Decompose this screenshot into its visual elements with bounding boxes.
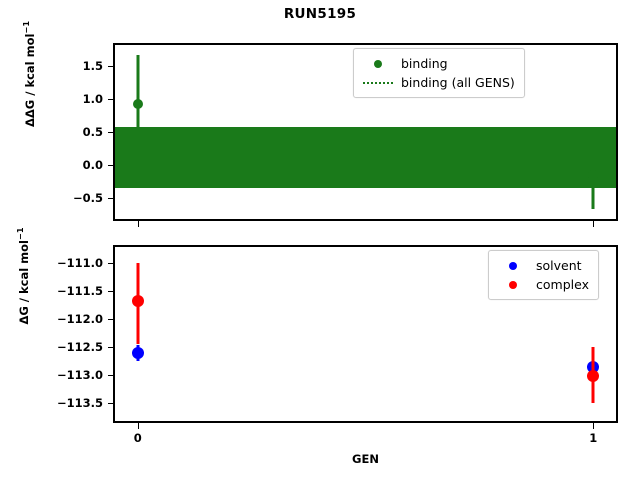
top-ylabel-exponent: −1 bbox=[21, 20, 32, 34]
y-tick-mark bbox=[107, 99, 113, 101]
y-tick-mark bbox=[107, 318, 113, 320]
data-point-marker bbox=[131, 347, 144, 360]
x-tick-mark bbox=[137, 423, 139, 429]
legend-label-binding-all-gens: binding (all GENS) bbox=[401, 75, 515, 90]
figure-title: RUN5195 bbox=[283, 6, 357, 22]
bottom-ylabel-exponent: −1 bbox=[15, 227, 26, 240]
y-tick-mark bbox=[107, 66, 113, 68]
x-tick-label: 0 bbox=[133, 431, 142, 445]
x-tick-mark bbox=[593, 221, 595, 227]
legend-label-binding: binding bbox=[401, 56, 448, 71]
y-tick-label: −112.0 bbox=[56, 311, 103, 326]
bottom-panel-legend[interactable]: solvent complex bbox=[488, 250, 599, 300]
y-tick-label: −0.5 bbox=[72, 190, 103, 205]
top-panel-y-axis-label: ΔΔG / kcal mol−1 bbox=[21, 0, 37, 154]
legend-item-binding-all-gens[interactable]: binding (all GENS) bbox=[361, 73, 515, 92]
bottom-ylabel-main: ΔG / kcal mol bbox=[16, 239, 31, 325]
y-tick-label: 1.5 bbox=[82, 59, 103, 74]
y-tick-mark bbox=[107, 132, 113, 133]
x-axis-label: GEN bbox=[352, 452, 379, 466]
legend-item-binding[interactable]: binding bbox=[361, 54, 515, 73]
y-tick-mark bbox=[107, 374, 113, 376]
y-tick-mark bbox=[107, 403, 113, 405]
x-tick-label: 1 bbox=[589, 431, 598, 445]
legend-item-solvent[interactable]: solvent bbox=[496, 256, 589, 275]
y-tick-mark bbox=[107, 346, 113, 348]
top-panel-plot-area bbox=[115, 45, 616, 219]
legend-marker-circle-icon bbox=[496, 280, 530, 289]
all-gens-dotted-band bbox=[115, 127, 616, 188]
all-gens-stub bbox=[591, 126, 595, 210]
y-tick-label: −113.0 bbox=[56, 367, 103, 382]
x-tick-mark bbox=[137, 221, 139, 227]
y-tick-label: 0.5 bbox=[82, 125, 103, 139]
legend-label-complex: complex bbox=[536, 277, 589, 292]
bottom-panel-y-axis-label: ΔG / kcal mol−1 bbox=[15, 196, 31, 356]
data-point-marker bbox=[587, 369, 600, 382]
y-tick-mark bbox=[107, 262, 113, 264]
y-tick-label: −113.5 bbox=[56, 396, 103, 411]
legend-marker-circle-icon bbox=[496, 261, 530, 270]
y-tick-mark bbox=[107, 164, 113, 166]
y-tick-label: 0.0 bbox=[82, 157, 103, 172]
x-tick-mark bbox=[593, 423, 595, 429]
legend-label-solvent: solvent bbox=[536, 258, 582, 273]
top-panel-legend[interactable]: binding binding (all GENS) bbox=[353, 48, 525, 98]
y-tick-mark bbox=[107, 197, 113, 199]
y-tick-label: −112.5 bbox=[56, 339, 103, 354]
data-point-marker bbox=[131, 294, 144, 307]
legend-marker-circle-icon bbox=[361, 59, 395, 68]
legend-item-complex[interactable]: complex bbox=[496, 275, 589, 294]
y-tick-label: 1.0 bbox=[82, 92, 103, 107]
y-tick-label: −111.0 bbox=[56, 255, 103, 270]
legend-dotted-line-icon bbox=[361, 81, 395, 84]
top-ylabel-main: ΔΔG / kcal mol bbox=[22, 33, 37, 127]
bottom-panel-plot-area bbox=[115, 247, 616, 421]
y-tick-mark bbox=[107, 290, 113, 292]
all-gens-stub bbox=[136, 54, 140, 188]
y-tick-label: −111.5 bbox=[56, 283, 103, 298]
